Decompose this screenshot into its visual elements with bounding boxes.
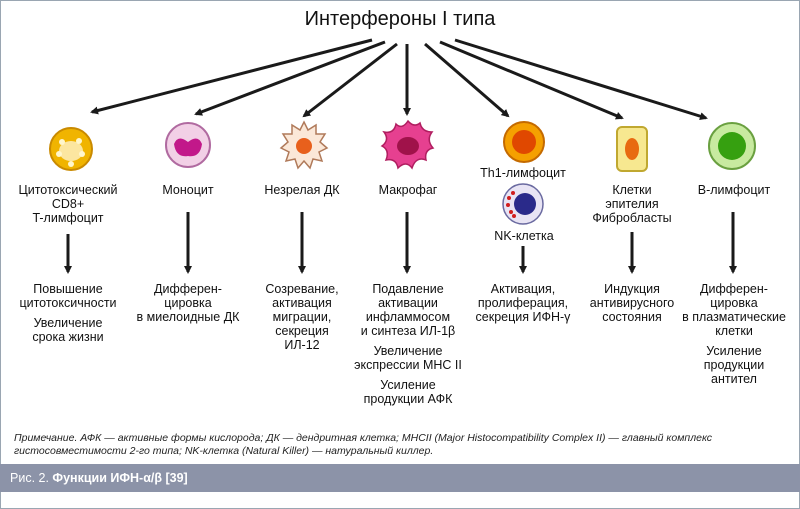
effect-item: Подавление активации инфламмосом и синте… (360, 282, 456, 338)
caption-prefix: Рис. 2. (10, 471, 53, 485)
effects-th1-nk: Активация, пролиферация, секреция ИФН-γ (462, 282, 584, 330)
effects-cd8: Повышение цитотоксичности Увеличение сро… (6, 282, 130, 350)
arrow-title-to-cd8 (90, 38, 373, 115)
cell-label-cd8: Цитотоксический CD8+ T-лимфоцит (18, 183, 118, 225)
immature-dc-icon (279, 120, 329, 170)
arrow-title-to-monocyte (194, 40, 386, 116)
arrow-title-to-immature-dc (302, 42, 398, 118)
figure-note: Примечание. АФК — активные формы кислоро… (14, 432, 713, 457)
cell-label-immature-dc: Незрелая ДК (264, 183, 340, 197)
arrow-title-to-epithelial (439, 40, 624, 120)
effect-item: Усиление продукции АФК (363, 378, 453, 406)
cell-label-b-cell: B-лимфоцит (697, 183, 771, 197)
effects-macrophage: Подавление активации инфламмосом и синте… (344, 282, 472, 412)
cell-label-nk: NK-клетка (494, 229, 554, 243)
cell-label-monocyte: Моноцит (162, 183, 214, 197)
effects-b-cell: Дифферен- цировка в плазматические клетк… (676, 282, 792, 392)
monocyte-icon (165, 122, 211, 168)
effect-item: Созревание, активация миграции, секреция… (265, 282, 339, 352)
caption-bar: Рис. 2. Функции ИФН-α/β [39] (0, 464, 800, 492)
arrow-title-to-b-cell (454, 38, 708, 121)
effect-item: Увеличение срока жизни (32, 316, 104, 344)
effect-item: Индукция антивирусного состояния (589, 282, 675, 324)
figure-caption: Рис. 2. Функции ИФН-α/β [39] (10, 471, 188, 485)
effects-immature-dc: Созревание, активация миграции, секреция… (244, 282, 360, 358)
diagram-title: Интерфероны I типа (304, 8, 496, 30)
arrow-title-to-th1 (424, 42, 510, 118)
effect-item: Усиление продукции антител (703, 344, 765, 386)
effects-epithelial: Индукция антивирусного состояния (576, 282, 688, 330)
b-lymphocyte-icon (708, 122, 756, 170)
cell-label-th1: Th1-лимфоцит (480, 166, 566, 180)
macrophage-icon (380, 119, 435, 170)
effect-item: Дифферен- цировка в плазматические клетк… (682, 282, 786, 338)
effect-item: Повышение цитотоксичности (19, 282, 117, 310)
th1-lymphocyte-icon (503, 121, 545, 163)
cell-label-macrophage: Макрофаг (378, 183, 438, 197)
effect-item: Активация, пролиферация, секреция ИФН-γ (475, 282, 571, 324)
cd8-t-lymphocyte-icon (49, 127, 93, 171)
effect-item: Дифферен- цировка в миелоидные ДК (136, 282, 240, 324)
caption-title: Функции ИФН-α/β [39] (52, 471, 188, 485)
effect-item: Увеличение экспрессии MHC II (354, 344, 462, 372)
nk-cell-icon (502, 183, 544, 225)
effects-monocyte: Дифферен- цировка в миелоидные ДК (124, 282, 252, 330)
epithelial-cell-icon (616, 126, 648, 172)
cell-label-epithelial: Клетки эпителия Фибробласты (592, 183, 672, 225)
